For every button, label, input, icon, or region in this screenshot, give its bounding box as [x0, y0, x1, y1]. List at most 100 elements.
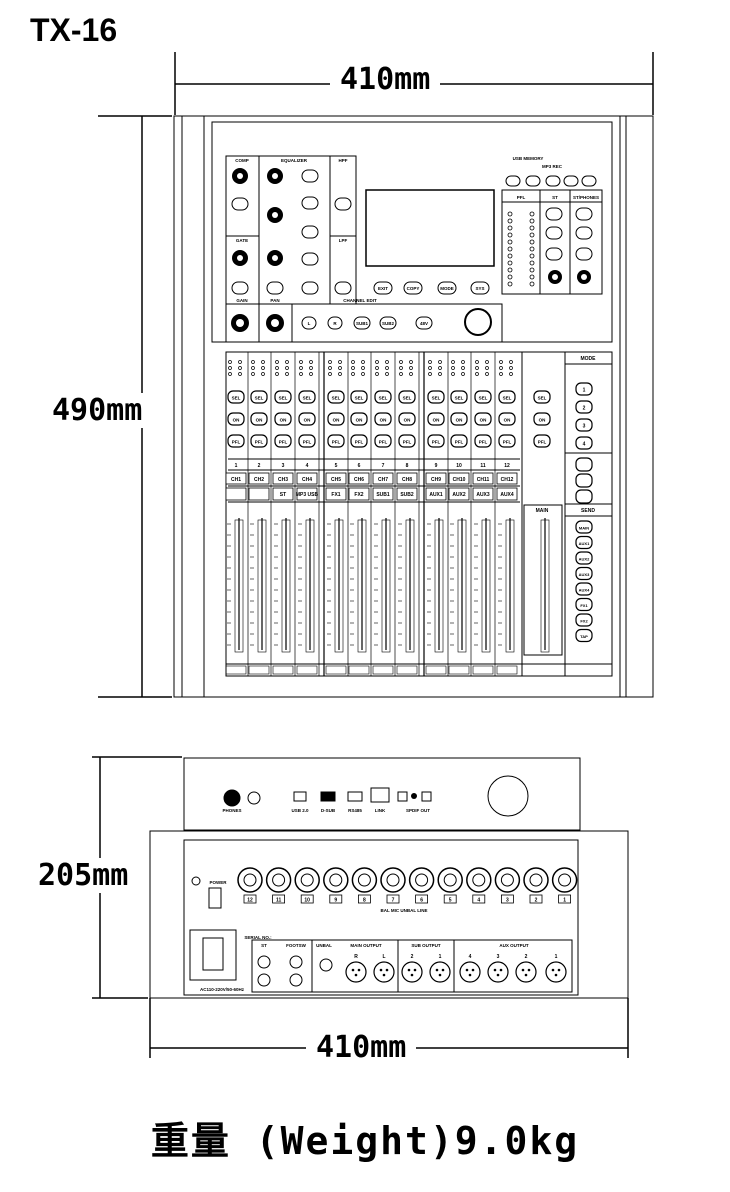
mode-button-label: 2	[583, 406, 586, 412]
send-button[interactable]	[575, 520, 593, 534]
mode-button[interactable]	[575, 400, 593, 414]
strip-on-button[interactable]	[374, 412, 392, 426]
equalizer-label: EQUALIZER	[281, 158, 308, 163]
jack-connector	[289, 955, 303, 969]
strip-pfl-button[interactable]	[350, 434, 368, 448]
send-button[interactable]	[575, 613, 593, 627]
strip-sel-button[interactable]	[298, 390, 316, 404]
strip-on-button[interactable]	[498, 412, 516, 426]
channel-fader[interactable]	[505, 519, 515, 653]
strip-pfl-button[interactable]	[327, 434, 345, 448]
main-pfl-button[interactable]	[533, 434, 551, 448]
mode-button[interactable]	[575, 436, 593, 450]
strip-button-label: PFL	[332, 440, 341, 445]
channel-fader[interactable]	[281, 519, 291, 653]
channel-fader[interactable]	[481, 519, 491, 653]
layer-button[interactable]	[575, 489, 593, 504]
strip-on-button[interactable]	[250, 412, 268, 426]
main-sel-button[interactable]	[533, 390, 551, 404]
strip-pfl-button[interactable]	[374, 434, 392, 448]
strip-pfl-button[interactable]	[274, 434, 292, 448]
sub-output-label: SUB OUTPUT	[411, 943, 441, 948]
xlr-output	[345, 961, 367, 983]
strip-on-button[interactable]	[427, 412, 445, 426]
sys-button[interactable]: SYS	[475, 286, 484, 291]
strip-sel-button[interactable]	[474, 390, 492, 404]
send-button[interactable]	[575, 535, 593, 550]
strip-on-button[interactable]	[298, 412, 316, 426]
send-button-label: MAIN	[579, 526, 589, 531]
main-on-button[interactable]	[533, 412, 551, 426]
strip-on-button[interactable]	[474, 412, 492, 426]
channel-fader[interactable]	[457, 519, 467, 653]
strip-button-label: ON	[504, 418, 511, 423]
strip-pfl-button[interactable]	[498, 434, 516, 448]
edit-l-button[interactable]: L	[308, 321, 311, 326]
strip-sel-button[interactable]	[450, 390, 468, 404]
send-button[interactable]	[575, 628, 593, 643]
mode-button[interactable]	[575, 382, 593, 396]
strip-sel-button[interactable]	[398, 390, 416, 404]
strip-pfl-button[interactable]	[474, 434, 492, 448]
edit-sub2-button[interactable]: SUB2	[382, 321, 395, 326]
strip-sel-button[interactable]	[227, 390, 245, 404]
strip-sel-button[interactable]	[374, 390, 392, 404]
strip-on-button[interactable]	[450, 412, 468, 426]
strip-sel-button[interactable]	[250, 390, 268, 404]
channel-fader[interactable]	[234, 519, 244, 653]
strip-on-button[interactable]	[327, 412, 345, 426]
channel-name: CH2	[254, 477, 264, 483]
layer-button[interactable]	[575, 457, 593, 472]
strip-pfl-button[interactable]	[450, 434, 468, 448]
strip-pfl-button[interactable]	[427, 434, 445, 448]
main-fader[interactable]	[540, 519, 550, 653]
strip-button-label: SEL	[332, 396, 341, 401]
strip-on-button[interactable]	[398, 412, 416, 426]
phantom-48v-button[interactable]: 48V	[420, 321, 428, 326]
strip-pfl-button[interactable]	[398, 434, 416, 448]
strip-button-label: SEL	[538, 396, 547, 401]
channel-fader[interactable]	[305, 519, 315, 653]
channel-fader[interactable]	[334, 519, 344, 653]
edit-sub1-button[interactable]: SUB1	[356, 321, 369, 326]
channel-fader[interactable]	[405, 519, 415, 653]
top-view: COMP EQUALIZER HPF GATE LPF GAIN PAN CHA…	[173, 115, 654, 698]
strip-pfl-button[interactable]	[227, 434, 245, 448]
strip-on-button[interactable]	[227, 412, 245, 426]
combo-number: 5	[449, 898, 452, 904]
aux-out-1: 1	[555, 954, 558, 960]
layer2-name: AUX1	[429, 492, 443, 498]
layer2-box	[225, 487, 247, 501]
strip-sel-button[interactable]	[274, 390, 292, 404]
st-phones-label: ST/PHONES	[573, 195, 599, 200]
strip-on-button[interactable]	[350, 412, 368, 426]
strip-sel-button[interactable]	[350, 390, 368, 404]
channel-fader[interactable]	[381, 519, 391, 653]
strip-pfl-button[interactable]	[250, 434, 268, 448]
send-button-label: AUX3	[579, 572, 590, 577]
channel-name: CH3	[278, 477, 288, 483]
strip-sel-button[interactable]	[498, 390, 516, 404]
edit-r-button[interactable]: R	[333, 321, 337, 326]
copy-button[interactable]: COPY	[407, 286, 420, 291]
exit-button[interactable]: EXIT	[378, 286, 388, 291]
strip-sel-button[interactable]	[327, 390, 345, 404]
mode-button[interactable]	[575, 418, 593, 432]
strip-on-button[interactable]	[274, 412, 292, 426]
channel-number: 7	[382, 463, 385, 469]
strip-sel-button[interactable]	[427, 390, 445, 404]
channel-fader[interactable]	[357, 519, 367, 653]
layer-button[interactable]	[575, 473, 593, 488]
aux-out-2: 2	[525, 954, 528, 960]
send-button[interactable]	[575, 566, 593, 581]
send-button[interactable]	[575, 551, 593, 565]
send-button[interactable]	[575, 582, 593, 596]
send-button[interactable]	[575, 597, 593, 612]
channel-fader[interactable]	[434, 519, 444, 653]
channel-fader[interactable]	[257, 519, 267, 653]
strip-button-label: PFL	[355, 440, 364, 445]
link-label: LINK	[375, 808, 386, 813]
mode-fn-button[interactable]: MODE	[440, 286, 454, 291]
strip-button-label: SEL	[503, 396, 512, 401]
strip-pfl-button[interactable]	[298, 434, 316, 448]
